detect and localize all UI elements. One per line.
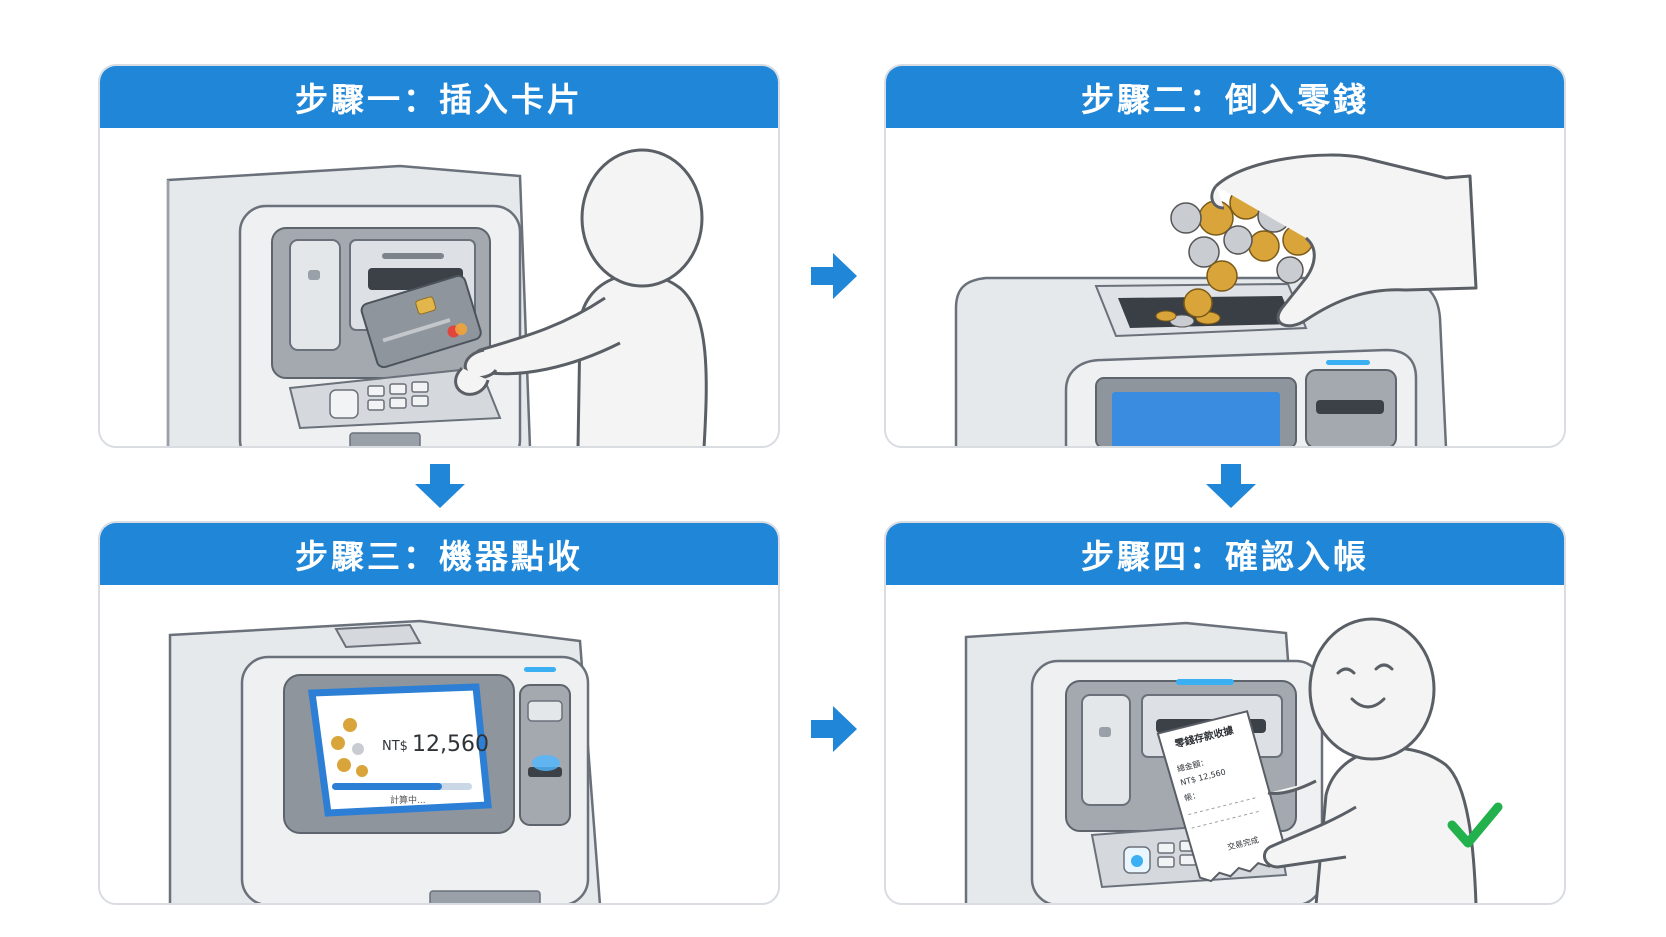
step-3-panel: 步驟三：機器點收 NT$ 12,560 計算中...: [98, 521, 780, 905]
step-4-panel: 步驟四：確認入帳 零錢存款收據: [884, 521, 1566, 905]
screen-amount-value: 12,560: [412, 732, 489, 757]
receipt: 零錢存款收據 總金額： NT$ 12,560 帳： 交易完成: [1156, 710, 1291, 883]
arrow-down-icon: [415, 464, 465, 508]
hand: [1210, 153, 1478, 328]
checkmark-icon: [1447, 802, 1503, 848]
step-1-panel: 步驟一：插入卡片: [98, 64, 780, 448]
arrow-right-icon: [811, 706, 857, 752]
step-3-illustration: NT$ 12,560 計算中...: [168, 619, 602, 903]
arrow-right-icon: [811, 253, 857, 299]
step-4-title: 步驟四：確認入帳: [886, 523, 1564, 585]
arrow-down-icon: [1206, 464, 1256, 508]
svg-text:NT$: NT$: [382, 739, 408, 754]
counting-progress-bar: [332, 783, 442, 790]
step-2-illustration: [954, 153, 1478, 446]
bank-card: [360, 274, 482, 369]
step-4-illustration: 零錢存款收據 總金額： NT$ 12,560 帳： 交易完成: [964, 617, 1503, 903]
keypad: [329, 381, 429, 419]
receipt-account-label: 帳：: [1183, 789, 1201, 803]
kiosk-machine: [166, 164, 532, 446]
step-2-title: 步驟二：倒入零錢: [886, 66, 1564, 128]
person-figure: [454, 148, 708, 446]
step-2-panel: 步驟二：倒入零錢: [884, 64, 1566, 448]
kiosk-machine: NT$ 12,560 計算中...: [168, 619, 602, 903]
step-1-title: 步驟一：插入卡片: [100, 66, 778, 128]
machine-screen: NT$ 12,560 計算中...: [308, 683, 492, 817]
screen-status-text: 計算中...: [390, 794, 426, 806]
person-figure: [1262, 617, 1478, 903]
step-3-title: 步驟三：機器點收: [100, 523, 778, 585]
smiling-face: [1336, 663, 1394, 709]
kiosk-machine: [954, 276, 1448, 446]
step-1-illustration: [166, 148, 708, 446]
